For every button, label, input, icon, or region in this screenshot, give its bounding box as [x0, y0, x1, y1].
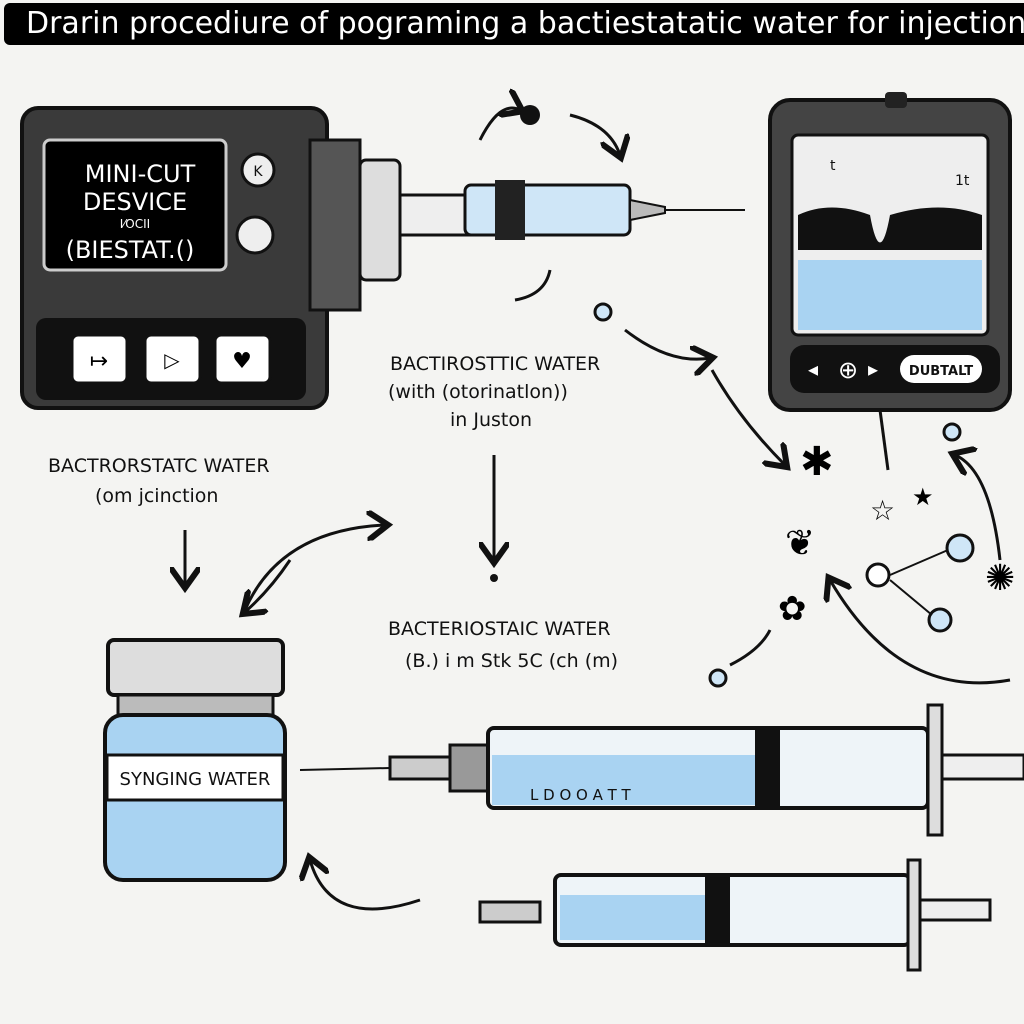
device-k-label: K — [253, 164, 263, 180]
bacteria-icon: ✿ — [778, 589, 807, 629]
arrow-right-icon: ↦ — [90, 349, 108, 374]
small-syringe — [478, 858, 992, 972]
device-line3: I⁄OCII — [120, 217, 150, 231]
monitor-button[interactable] — [900, 355, 982, 383]
top-syringe — [463, 180, 745, 240]
label-center-top-3: in Juston — [450, 409, 532, 431]
heart-blob-icon: ❦ — [785, 523, 815, 564]
title-banner: Drarin procediure of pograming a bacties… — [4, 3, 1024, 45]
crosshair-icon[interactable]: ⊕ — [838, 356, 858, 384]
device-line4: (BIESTAT.() — [66, 236, 195, 264]
label-left-1: BACTRORSTATC WATER — [48, 455, 270, 477]
label-center-bottom-2: (B.) i m Stk 5C (ch (m) — [405, 650, 618, 672]
mini-cut-device: MINI-CUT DESVICE I⁄OCII (BIESTAT.() K ↦ … — [20, 106, 472, 410]
device-play-button[interactable] — [143, 333, 202, 385]
device-screen — [42, 138, 228, 272]
syringe-markings: L D O O A T T — [530, 786, 632, 804]
label-center-bottom-1: BACTERIOSTAIC WATER — [388, 618, 611, 640]
monitor-tick-right: 1t — [955, 173, 970, 189]
arrow-right-icon[interactable]: ▸ — [868, 357, 878, 381]
bacteria-icon: ✱ — [800, 439, 834, 485]
label-center-top-2: (with (otorinatlon)) — [388, 381, 568, 403]
label-left-2: (om jcinction — [95, 485, 218, 507]
vial-label — [105, 753, 285, 802]
arrow-left-icon[interactable]: ◂ — [808, 357, 818, 381]
device-arrow-button[interactable] — [70, 333, 129, 385]
monitor-tick-left: t — [830, 158, 836, 174]
device-k-button[interactable] — [240, 152, 276, 188]
star-icon: ☆ — [870, 494, 895, 527]
star-icon: ★ — [912, 483, 934, 511]
virus-icon: ✺ — [985, 558, 1015, 599]
device-line2: DESVICE — [83, 188, 187, 216]
large-syringe: L D O O A T T — [299, 703, 1024, 837]
monitor: t 1t ◂ ⊕ ▸ DUBTALT — [768, 92, 1012, 412]
heart-icon: ♥ — [232, 349, 252, 374]
play-icon: ▷ — [164, 348, 180, 372]
vial: SYNGING WATER — [103, 638, 287, 882]
label-center-top-1: BACTIROSTTIC WATER — [390, 353, 600, 375]
device-round-button[interactable] — [235, 215, 275, 255]
monitor-button-label: DUBTALT — [909, 364, 973, 379]
device-line1: MINI-CUT — [85, 160, 196, 188]
vial-label-text: SYNGING WATER — [120, 769, 271, 790]
device-heart-button[interactable] — [213, 333, 272, 385]
